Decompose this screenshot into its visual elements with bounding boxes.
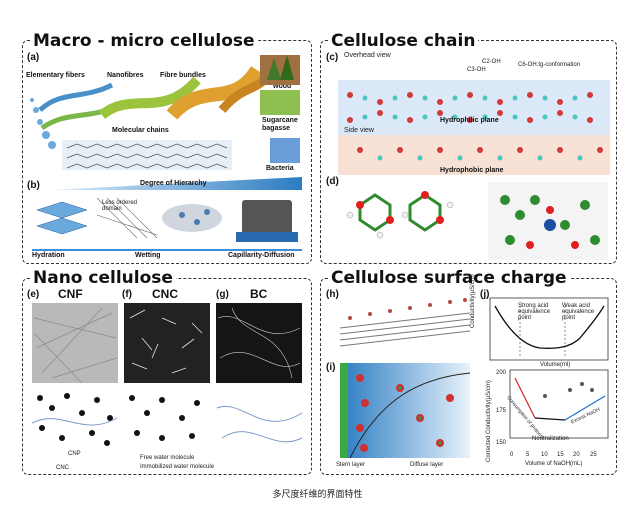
k-xtick-1: 5 bbox=[526, 452, 530, 458]
j-ylabel: Conductivity(μS/cm) bbox=[470, 274, 476, 328]
k-xlabel: Volume of NaOH(mL) bbox=[525, 461, 583, 467]
cnp-label: CNP bbox=[68, 451, 81, 457]
hydrophobic-label: Hydrophobic plane bbox=[440, 167, 504, 174]
immobilized-label: Immobilized water molecule bbox=[140, 464, 215, 470]
elementary-fibers-label: Elementary fibers bbox=[26, 72, 85, 79]
hydration-label: Hydration bbox=[32, 252, 65, 259]
nano-cellulose-illustration bbox=[31, 303, 303, 446]
stern-label: Stern layer bbox=[336, 462, 366, 468]
figure-caption: 多尺度纤维的界面特性 bbox=[272, 489, 363, 499]
wetting-label: Wetting bbox=[135, 252, 161, 259]
sugarcane-label: Sugarcane bagasse bbox=[262, 117, 298, 132]
cnf-label: CNF bbox=[58, 287, 83, 301]
c3oh-label: C3-OH bbox=[467, 67, 486, 73]
domain-label: Less ordered domain bbox=[102, 200, 138, 212]
neutralization-label: Neutralization bbox=[532, 436, 569, 442]
cellulose-chain-illustration bbox=[338, 80, 610, 260]
k-xtick-3: 15 bbox=[557, 452, 564, 458]
overhead-label: Overhead view bbox=[344, 52, 391, 59]
weak-acid-label: Weak acid equivalence point bbox=[562, 303, 595, 321]
label-h: (h) bbox=[326, 289, 339, 300]
label-f: (f) bbox=[122, 289, 132, 300]
k-ytick-5: 175 bbox=[496, 408, 507, 414]
label-a: (a) bbox=[27, 52, 40, 63]
k-xtick-2: 10 bbox=[541, 452, 548, 458]
label-c: (c) bbox=[326, 52, 339, 63]
label-d: (d) bbox=[326, 176, 339, 187]
capillarity-label: Capillarity-Diffusion bbox=[228, 252, 295, 259]
c6oh-label: C6-OH,tg-conformation bbox=[518, 62, 581, 68]
label-b: (b) bbox=[27, 180, 40, 191]
j-xlabel: Volume(ml) bbox=[540, 362, 571, 368]
label-j: (j) bbox=[480, 289, 490, 300]
k-xtick-0: 0 bbox=[510, 452, 514, 458]
c2oh-label: C2-OH bbox=[482, 59, 501, 65]
k-xtick-4: 20 bbox=[573, 452, 580, 458]
hydrophilic-label: Hydrophilic plane bbox=[440, 117, 499, 124]
surface-charge-title: Cellulose surface charge bbox=[328, 268, 570, 288]
nano-cellulose-title: Nano cellulose bbox=[30, 268, 176, 288]
label-g: (g) bbox=[216, 289, 229, 300]
k-ytick-0: 200 bbox=[496, 370, 507, 376]
diffuse-label: Diffuse layer bbox=[410, 462, 444, 468]
label-i: (i) bbox=[326, 362, 336, 373]
surface-charge-illustration bbox=[339, 297, 609, 459]
macro-fibers-illustration bbox=[30, 55, 302, 251]
wood-label: wood bbox=[273, 83, 292, 90]
k-ytick-10: 150 bbox=[496, 440, 507, 446]
free-water-label: Free water molecule bbox=[140, 455, 195, 461]
label-e: (e) bbox=[27, 289, 40, 300]
k-xtick-5: 25 bbox=[590, 452, 597, 458]
k-ylabel: Corrected Conductivity(μS/cm) bbox=[486, 380, 492, 462]
hierarchy-label: Degree of Hierarchy bbox=[140, 180, 207, 187]
cellulose-chain-title: Cellulose chain bbox=[328, 31, 479, 51]
strong-acid-label: Strong acid equivalence point bbox=[518, 303, 551, 321]
side-view-label: Side view bbox=[344, 127, 374, 134]
fibre-bundles-label: Fibre bundles bbox=[160, 72, 206, 79]
cnc-small-label: CNC bbox=[56, 465, 69, 471]
bacteria-label: Bacteria bbox=[266, 165, 294, 172]
macro-micro-title: Macro - micro cellulose bbox=[30, 31, 258, 51]
bc-label: BC bbox=[250, 287, 268, 301]
cnc-label: CNC bbox=[152, 287, 178, 301]
nanofibres-label: Nanofibres bbox=[107, 72, 144, 79]
molecular-chains-label: Molecular chains bbox=[112, 127, 169, 134]
